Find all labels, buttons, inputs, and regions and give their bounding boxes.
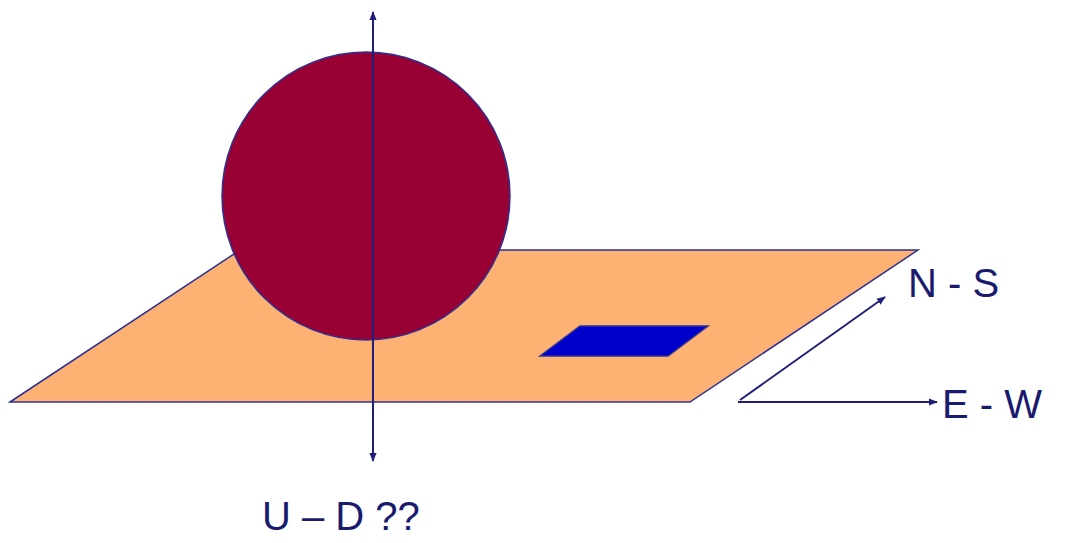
- axis-label: N - S: [908, 263, 999, 303]
- north-south-axis: [740, 297, 885, 400]
- up-down-axis: [372, 12, 374, 461]
- east-west-axis: [738, 401, 937, 403]
- blue-patch: [540, 326, 708, 356]
- axis-label: U – D ??: [262, 496, 420, 536]
- axis-label: E - W: [942, 384, 1042, 424]
- sphere: [222, 52, 510, 340]
